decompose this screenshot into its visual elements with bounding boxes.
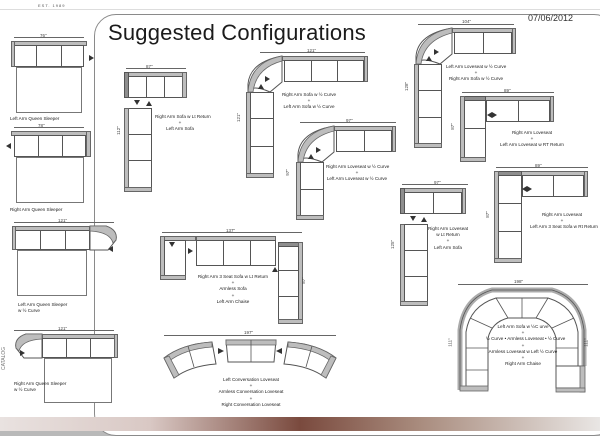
curved-sectional-drawing (457, 287, 587, 393)
placement-arrow-icon (89, 55, 94, 61)
placement-arrow-icon (487, 112, 492, 118)
top-rule (0, 9, 600, 10)
placement-arrow-icon (134, 100, 140, 105)
placement-arrow-icon (265, 76, 270, 82)
curve-wedge (89, 225, 117, 251)
side-label: CATALOG (1, 346, 7, 370)
placement-arrow-icon (20, 350, 25, 356)
curve-wedge (15, 333, 43, 359)
curve-wedge (247, 55, 283, 93)
placement-arrow-icon (108, 246, 113, 252)
placement-arrow-icon (169, 242, 175, 247)
placement-arrow-icon (421, 217, 427, 222)
placement-arrow-icon (522, 186, 527, 192)
placement-arrow-icon (146, 101, 152, 106)
page-date: 07/06/2012 (528, 13, 574, 23)
placement-arrow-icon (316, 147, 321, 153)
placement-arrow-icon (6, 143, 11, 149)
placement-arrow-icon (308, 154, 314, 159)
curve-wedge (297, 125, 335, 163)
page-title: Suggested Configurations (108, 20, 366, 45)
bottom-color-strip (0, 417, 600, 431)
placement-arrow-icon (492, 112, 497, 118)
established-mark: EST. 1989 (38, 3, 66, 8)
placement-arrow-icon (434, 49, 439, 55)
placement-arrow-icon (527, 186, 532, 192)
placement-arrow-icon (272, 267, 278, 272)
placement-arrow-icon (426, 56, 432, 61)
placement-arrow-icon (410, 216, 416, 221)
curve-wedge (415, 27, 453, 65)
placement-arrow-icon (188, 248, 193, 254)
placement-arrow-icon (258, 84, 264, 89)
conversation-loveseats-drawing (163, 339, 337, 379)
